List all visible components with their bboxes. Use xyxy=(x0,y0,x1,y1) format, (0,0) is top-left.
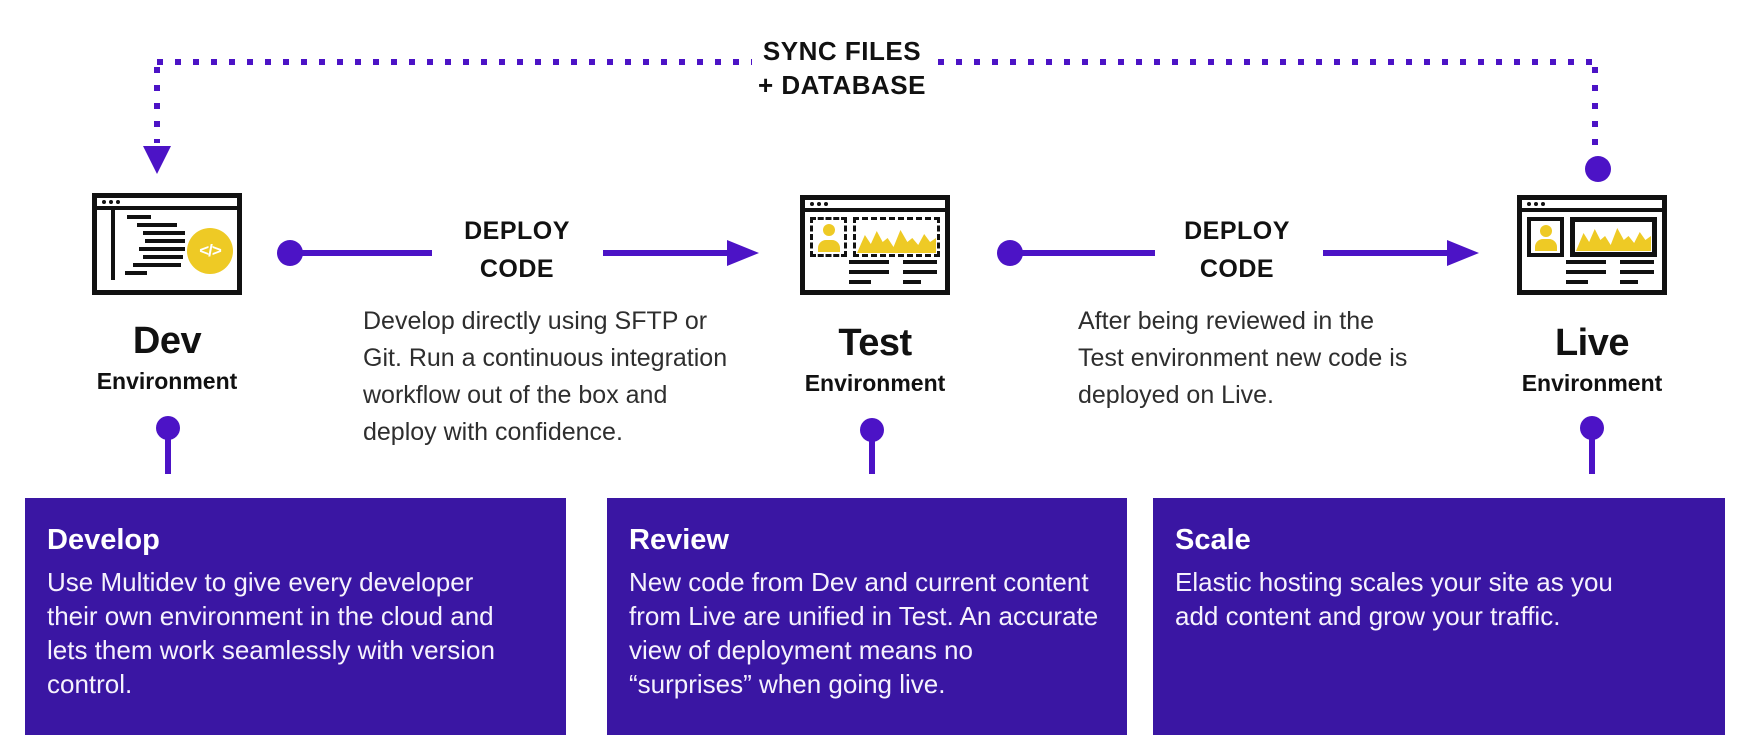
sync-label-line1: SYNC FILES xyxy=(762,36,922,66)
text-line xyxy=(849,260,889,264)
text-line xyxy=(1566,280,1588,284)
dev-environment-icon: </> xyxy=(92,193,242,295)
live-environment-icon xyxy=(1517,195,1667,295)
text-line xyxy=(1620,260,1654,264)
text-line xyxy=(1620,270,1654,274)
sync-dotted-line-down-live xyxy=(1592,67,1598,153)
develop-card: Develop Use Multidev to give every devel… xyxy=(25,498,566,735)
env-sub: Environment xyxy=(1521,370,1663,396)
arrowhead-right-icon xyxy=(727,240,759,266)
card-title: Review xyxy=(629,524,729,556)
text-line xyxy=(903,280,921,284)
deploy-label-line2: CODE xyxy=(1199,255,1275,283)
deploy-label-line1: DEPLOY xyxy=(464,217,570,245)
env-name: Dev xyxy=(132,320,202,362)
card-description: Elastic hosting scales your site as you … xyxy=(1175,567,1613,631)
code-symbol: </> xyxy=(199,241,222,260)
sync-endpoint-dot xyxy=(1585,156,1611,182)
card-title: Scale xyxy=(1175,524,1251,556)
chart-placeholder-icon xyxy=(853,217,940,257)
text-line xyxy=(903,270,937,274)
sync-dotted-line-down-dev xyxy=(154,67,160,143)
arrow-line xyxy=(1010,250,1155,256)
text-line xyxy=(849,270,889,274)
deploy-description-1: Develop directly using SFTP or Git. Run … xyxy=(363,307,728,446)
dev-connector-pin-line xyxy=(165,428,171,474)
user-icon xyxy=(1527,217,1564,257)
editor-sidebar xyxy=(97,210,115,280)
test-environment-icon xyxy=(800,195,950,295)
text-line xyxy=(1566,260,1606,264)
chart-icon xyxy=(1570,217,1657,257)
text-line xyxy=(1620,280,1638,284)
arrow-line xyxy=(290,250,432,256)
arrowhead-right-icon xyxy=(1447,240,1479,266)
user-placeholder-icon xyxy=(810,217,847,257)
sync-dotted-line-left xyxy=(157,59,752,65)
arrow-line xyxy=(603,250,727,256)
sync-dotted-line-right xyxy=(938,59,1598,65)
env-name: Live xyxy=(1554,322,1630,364)
scale-card: Scale Elastic hosting scales your site a… xyxy=(1153,498,1725,735)
window-controls-dots-icon xyxy=(805,200,945,212)
live-environment-label: Live Environment xyxy=(1492,322,1692,397)
code-badge-icon: </> xyxy=(187,228,233,274)
text-line xyxy=(1566,270,1606,274)
dev-environment-label: Dev Environment xyxy=(67,320,267,395)
code-lines: </> xyxy=(115,210,237,280)
deploy-code-label-2: DEPLOY CODE xyxy=(1157,212,1317,288)
deploy-label-line1: DEPLOY xyxy=(1184,217,1290,245)
env-sub: Environment xyxy=(96,368,238,394)
env-sub: Environment xyxy=(804,370,946,396)
test-environment-label: Test Environment xyxy=(775,322,975,397)
window-controls-dots-icon xyxy=(97,198,237,210)
sync-files-database-label: SYNC FILES + DATABASE xyxy=(692,34,992,102)
deploy-label-line2: CODE xyxy=(479,255,555,283)
card-title: Develop xyxy=(47,524,160,556)
live-connector-pin-line xyxy=(1589,428,1595,474)
sync-arrow-down-icon xyxy=(143,146,171,174)
deploy-code-label-1: DEPLOY CODE xyxy=(437,212,597,288)
text-line xyxy=(903,260,937,264)
arrow-line xyxy=(1323,250,1447,256)
deploy-description-2: After being reviewed in the Test environ… xyxy=(1078,307,1408,409)
test-connector-pin-line xyxy=(869,430,875,474)
review-card: Review New code from Dev and current con… xyxy=(607,498,1127,735)
window-controls-dots-icon xyxy=(1522,200,1662,212)
text-line xyxy=(849,280,871,284)
sync-label-line2: + DATABASE xyxy=(758,70,926,100)
env-name: Test xyxy=(838,322,912,364)
card-description: Use Multidev to give every developer the… xyxy=(47,567,495,699)
card-description: New code from Dev and current content fr… xyxy=(629,567,1099,699)
